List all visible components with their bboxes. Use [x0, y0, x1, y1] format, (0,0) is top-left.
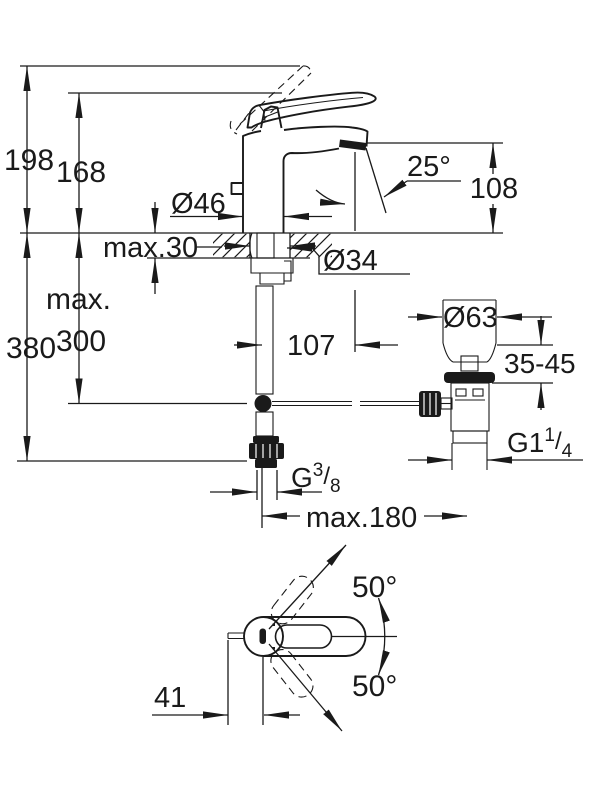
rod-clamp-knob	[419, 391, 453, 417]
dimension-lines	[23, 66, 583, 732]
dim-label-dia34: Ø34	[323, 245, 378, 277]
handle-raised-dashed	[229, 65, 312, 135]
handle-top-view	[227, 575, 367, 698]
body-side-tab	[230, 182, 243, 195]
handle-lever	[246, 91, 377, 129]
drain-flange-seal	[444, 372, 495, 383]
dim-label-dia63: Ø63	[443, 302, 498, 334]
cartridge-slot	[259, 628, 266, 644]
dim-label-g114: G11/4	[507, 425, 573, 462]
dim-label-41: 41	[154, 682, 186, 714]
dim-label-25deg: 25°	[407, 151, 451, 183]
hose-connector-nut	[249, 436, 284, 468]
drain-tailpipe	[451, 443, 488, 470]
pop-up-rod	[272, 400, 419, 407]
dim-label-198: 198	[4, 144, 54, 177]
aerator	[339, 139, 367, 151]
dimension-labels: 198 168 max. 300 380 max.30 Ø46 Ø34 25° …	[4, 144, 576, 714]
dim-label-dia46: Ø46	[171, 188, 226, 220]
dim-label-g38: G3/8	[291, 460, 341, 497]
handle-swing-dashed	[270, 575, 314, 698]
dim-label-35-45: 35-45	[504, 348, 576, 379]
undermount-assembly	[249, 232, 419, 468]
dim-label-380: 380	[6, 332, 56, 365]
dim-label-50deg-top: 50°	[352, 571, 397, 604]
extension-lines	[17, 65, 553, 725]
dim-label-max180: max.180	[306, 502, 417, 534]
drawing-root: 198 168 max. 300 380 max.30 Ø46 Ø34 25° …	[4, 65, 583, 732]
dim-label-168: 168	[56, 156, 106, 189]
dim-label-max30: max.30	[103, 232, 198, 264]
dim-label-107: 107	[287, 330, 335, 362]
dim-label-50deg-bottom: 50°	[352, 670, 397, 703]
drain-assembly	[419, 299, 497, 470]
dim-label-108: 108	[470, 173, 518, 205]
faucet-side-view	[229, 65, 377, 233]
dim-label-300: 300	[56, 325, 106, 358]
dim-label-max: max.	[46, 283, 111, 316]
rod-pivot-ball	[254, 395, 272, 412]
